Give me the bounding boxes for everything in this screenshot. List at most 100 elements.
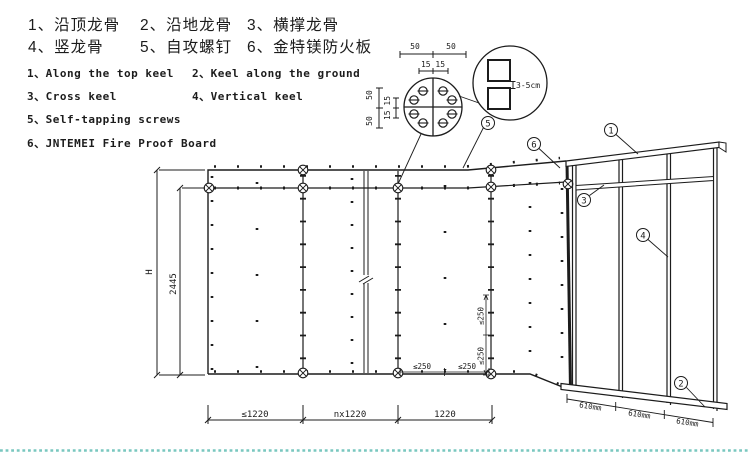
callout-number: 4 xyxy=(640,232,645,242)
break-line xyxy=(358,171,374,373)
cross-screw-icon xyxy=(392,367,404,379)
callout-bubble xyxy=(527,137,541,151)
dim-label: ≤250 xyxy=(458,362,477,371)
callout-leader xyxy=(686,387,706,408)
dim-label: 50 xyxy=(365,90,374,100)
callout-leader xyxy=(538,148,561,169)
callout-bubble xyxy=(604,123,618,137)
callout-number: 6 xyxy=(531,141,536,151)
board-section-upper xyxy=(487,59,511,82)
stud xyxy=(666,149,672,405)
callout-self-tapping-screw: 5 xyxy=(462,116,495,169)
cross-screw-icon xyxy=(203,182,215,194)
detail-circle-screw-layout: 50 50 15 15 50 50 15 15 xyxy=(365,42,480,185)
callout-number: 2 xyxy=(678,380,683,390)
dimension-bottom-spans: ≤1220 nx1220 1220 xyxy=(204,405,496,424)
panel-outline-top-left xyxy=(207,160,567,374)
callout-leader xyxy=(647,239,669,258)
callout-fireproof-board: 6 xyxy=(527,137,561,169)
legend-en-item: 3、Cross keel xyxy=(27,90,117,103)
callout-leader xyxy=(589,184,605,196)
legend-cn-item: 5、自攻螺钉 xyxy=(140,38,232,56)
cross-screw-icon xyxy=(562,178,574,190)
cross-screw-icon xyxy=(297,367,309,379)
legend-cn-item: 2、沿地龙骨 xyxy=(140,16,232,34)
panel-outline-bottom xyxy=(208,373,571,391)
board-edge-perspective xyxy=(565,161,572,391)
callout-bubble xyxy=(577,193,591,207)
dim-label: 610mm xyxy=(676,416,700,428)
dim-label: 1220 xyxy=(434,410,456,420)
dim-label: ≤1220 xyxy=(241,410,268,420)
callout-ground-keel: 2 xyxy=(674,376,706,408)
dim-label: 2445 xyxy=(169,273,179,295)
legend-en-item: 4、Vertical keel xyxy=(192,90,303,103)
callout-number: 5 xyxy=(485,120,490,130)
detail-circle-board-gap: 3-5cm xyxy=(472,45,548,121)
keel-frame-3d: 610mm 610mm 610mm xyxy=(560,141,728,429)
dimension-board-height: 2445 xyxy=(169,184,205,379)
detail-a-leader xyxy=(397,133,422,185)
gap-marker xyxy=(510,81,516,89)
legend-cn-item: 4、竖龙骨 xyxy=(28,38,104,56)
cross-screw-icon xyxy=(392,182,404,194)
stud xyxy=(571,163,577,389)
callout-bubble xyxy=(636,228,650,242)
cross-keel-beam xyxy=(575,175,714,191)
legend-cn-item: 3、横撑龙骨 xyxy=(247,16,339,34)
dimension-screw-left: 50 50 15 15 xyxy=(365,87,399,129)
dimension-stud-spacing: 610mm 610mm 610mm xyxy=(566,394,714,429)
legend-en-item: 1、Along the top keel xyxy=(27,67,174,80)
dimension-screw-spacing-vertical: ≤250 ≤250 xyxy=(477,294,489,376)
top-keel-end-cap xyxy=(718,141,727,153)
dim-bracket xyxy=(393,97,399,119)
dim-label: 15 15 xyxy=(421,60,445,69)
cross-screw-icon xyxy=(485,181,497,193)
gap-label: 3-5cm xyxy=(516,81,540,90)
callout-bubble xyxy=(674,376,688,390)
legend-cn-item: 6、金特镁防火板 xyxy=(247,38,372,56)
dim-bracket xyxy=(376,87,383,129)
dim-label: 50 xyxy=(410,42,420,51)
dim-label: ≤250 xyxy=(413,362,432,371)
stud xyxy=(712,146,718,411)
board-section-lower xyxy=(487,87,511,110)
legend-en-item: 5、Self-tapping screws xyxy=(27,113,181,126)
callout-leader xyxy=(615,134,639,155)
wall-elevation: H 2445 ≤1220 nx1220 1220 ≤250 ≤250 ≤250 … xyxy=(145,156,574,424)
dim-label: 610mm xyxy=(579,400,603,412)
cross-screw-icon xyxy=(297,164,309,176)
legend-en-item: 2、Keel along the ground xyxy=(192,67,360,80)
callout-vertical-keel: 4 xyxy=(636,228,669,258)
top-keel-beam xyxy=(565,141,720,168)
stud xyxy=(618,154,624,398)
legend: 1、沿顶龙骨 2、沿地龙骨 3、横撑龙骨 4、竖龙骨 5、自攻螺钉 6、金特镁防… xyxy=(27,16,372,150)
dim-label: ≤250 xyxy=(477,306,486,325)
dim-bracket xyxy=(418,68,449,74)
detail-b-bubble xyxy=(472,45,548,121)
dim-label: 50 xyxy=(446,42,456,51)
cross-screw-icon xyxy=(485,164,497,176)
callout-top-keel: 1 xyxy=(604,123,639,155)
callout-number: 1 xyxy=(608,127,613,137)
dim-label: nx1220 xyxy=(334,410,367,420)
dimension-screw-top: 50 50 15 15 xyxy=(399,42,467,74)
dim-label: 610mm xyxy=(628,408,652,420)
screw-row-top xyxy=(214,156,561,168)
dimension-screw-spacing-horizontal: ≤250 ≤250 xyxy=(399,362,490,376)
callouts: 1 2 3 4 5 6 xyxy=(462,116,706,408)
dimension-wall-height: H xyxy=(145,166,205,379)
detail-connector xyxy=(458,95,480,104)
dim-label: H xyxy=(145,269,155,274)
callout-leader xyxy=(462,127,484,169)
dim-label: 50 xyxy=(365,116,374,126)
cross-screw-icon xyxy=(297,182,309,194)
dim-label: ≤250 xyxy=(477,346,486,365)
legend-cn-item: 1、沿顶龙骨 xyxy=(28,16,120,34)
legend-en-item: 6、JNTEMEI Fire Proof Board xyxy=(27,137,217,150)
callout-bubble xyxy=(481,116,495,130)
dim-label: 15 15 xyxy=(383,96,392,120)
dim-bracket xyxy=(399,51,467,58)
